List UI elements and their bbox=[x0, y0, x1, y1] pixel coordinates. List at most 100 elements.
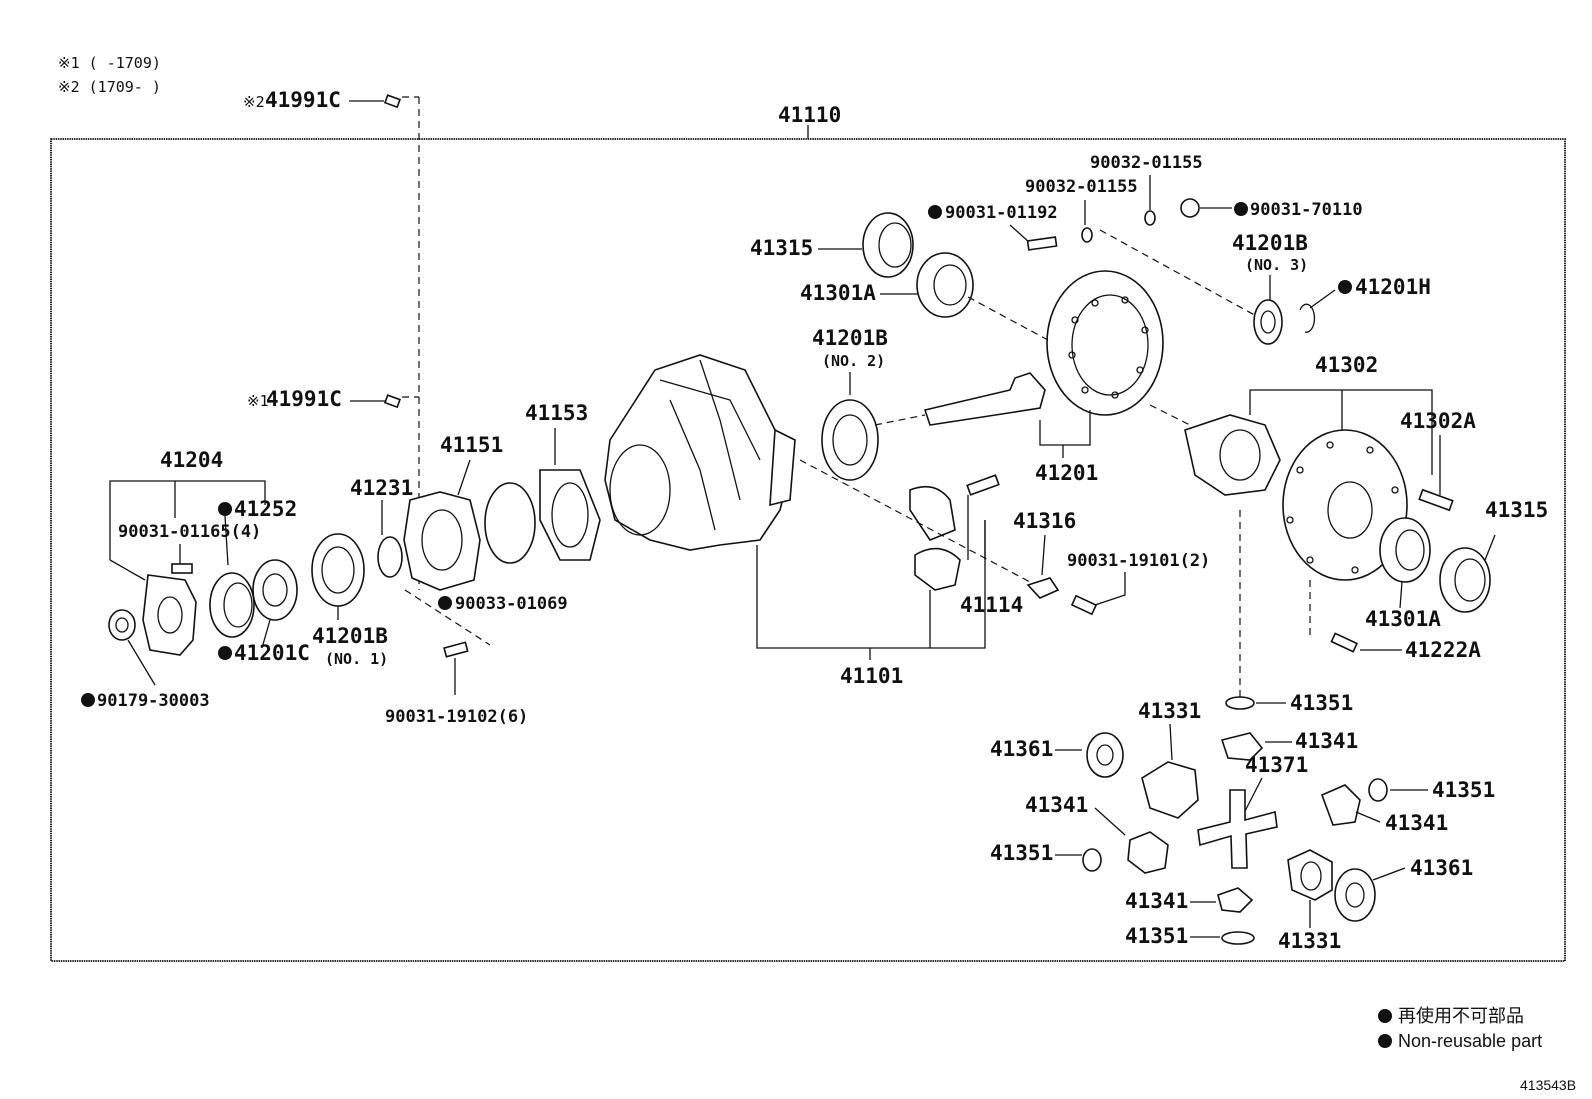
label-41201B-no1[interactable]: 41201B bbox=[312, 624, 388, 648]
thrust-washer-41361-b bbox=[1334, 868, 1376, 922]
o-ring-90033-01069 bbox=[484, 482, 536, 564]
label-41991C-2[interactable]: 41991C bbox=[265, 88, 341, 112]
label-41361-b[interactable]: 41361 bbox=[1410, 856, 1473, 880]
label-41351-c[interactable]: 41351 bbox=[990, 841, 1053, 865]
label-41341-b[interactable]: 41341 bbox=[1385, 811, 1448, 835]
label-41341-d[interactable]: 41341 bbox=[1125, 889, 1188, 913]
label-41201[interactable]: 41201 bbox=[1035, 461, 1098, 485]
bearing-41301A bbox=[916, 252, 974, 318]
label-41153[interactable]: 41153 bbox=[525, 401, 588, 425]
label-41351-d[interactable]: 41351 bbox=[1125, 924, 1188, 948]
note-1: ※1 ( -1709) bbox=[58, 54, 161, 72]
side-gear-41331-a bbox=[1141, 761, 1199, 819]
bolt-90031-01165 bbox=[171, 563, 193, 574]
label-90031-01192[interactable]: 90031-01192 bbox=[945, 203, 1058, 223]
bearing-cap-upper bbox=[909, 485, 956, 541]
pinion-gear-41341-a bbox=[1220, 732, 1264, 761]
bolt-41222A bbox=[1330, 632, 1359, 653]
bearing-41201B-no2 bbox=[821, 399, 879, 481]
bearing-spacer-41201C bbox=[252, 559, 298, 621]
bolt-41302A bbox=[1418, 488, 1454, 512]
label-41252[interactable]: 41252 bbox=[234, 497, 297, 521]
label-41204[interactable]: 41204 bbox=[160, 448, 223, 472]
label-90032-01155-a[interactable]: 90032-01155 bbox=[1090, 153, 1203, 173]
label-41361-a[interactable]: 41361 bbox=[990, 737, 1053, 761]
non-reusable-dot-icon bbox=[1234, 202, 1248, 216]
label-41991C-1-mark: ※1 bbox=[247, 392, 269, 410]
companion-flange-41204 bbox=[142, 574, 197, 656]
label-41331-a[interactable]: 41331 bbox=[1138, 699, 1201, 723]
label-90031-19101[interactable]: 90031-19101(2) bbox=[1067, 551, 1210, 571]
differential-carrier-41101 bbox=[604, 354, 791, 551]
bearing-cap-lower bbox=[914, 547, 961, 591]
label-41371[interactable]: 41371 bbox=[1245, 753, 1308, 777]
label-41201B-no2[interactable]: 41201B bbox=[812, 326, 888, 350]
bearing-cup-41315-right bbox=[1439, 547, 1491, 613]
pinion-gear-41341-c bbox=[1127, 831, 1169, 874]
nut-90031-70110 bbox=[1180, 198, 1200, 218]
label-41341-c[interactable]: 41341 bbox=[1025, 793, 1088, 817]
pin-41991C-2 bbox=[383, 94, 401, 109]
bearing-retainer-41151 bbox=[403, 491, 481, 591]
label-90031-01165[interactable]: 90031-01165(4) bbox=[118, 522, 261, 542]
label-41231[interactable]: 41231 bbox=[350, 476, 413, 500]
label-41315-right[interactable]: 41315 bbox=[1485, 498, 1548, 522]
label-41991C-2-mark: ※2 bbox=[243, 93, 265, 111]
washer-41351-c bbox=[1082, 848, 1102, 872]
bolt-cap bbox=[966, 474, 1000, 496]
washer-90032-01155-b bbox=[1081, 227, 1093, 243]
ring-gear-41201 bbox=[1046, 270, 1164, 416]
label-41341-a[interactable]: 41341 bbox=[1295, 729, 1358, 753]
non-reusable-dot-icon bbox=[438, 596, 452, 610]
label-41151[interactable]: 41151 bbox=[440, 433, 503, 457]
non-reusable-dot-icon bbox=[928, 205, 942, 219]
label-41222A[interactable]: 41222A bbox=[1405, 638, 1481, 662]
bolt-90031-19102 bbox=[443, 641, 469, 658]
differential-case-half bbox=[1282, 429, 1408, 581]
legend-en: Non-reusable part bbox=[1398, 1031, 1542, 1051]
gasket-41153 bbox=[539, 469, 601, 561]
non-reusable-dot-icon bbox=[1378, 1034, 1392, 1048]
legend-jp: 再使用不可部品 bbox=[1398, 1006, 1524, 1026]
bearing-41301A-right bbox=[1379, 517, 1431, 583]
label-90031-70110[interactable]: 90031-70110 bbox=[1250, 200, 1363, 220]
label-41201B-no3[interactable]: 41201B bbox=[1232, 231, 1308, 255]
washer-41351-b bbox=[1368, 778, 1388, 802]
label-41331-b[interactable]: 41331 bbox=[1278, 929, 1341, 953]
washer-41351-d bbox=[1221, 931, 1255, 945]
label-41315-top[interactable]: 41315 bbox=[750, 236, 813, 260]
label-90179-30003[interactable]: 90179-30003 bbox=[97, 691, 210, 711]
bearing-41201B-no3 bbox=[1253, 299, 1283, 345]
pinion-gear-41341-d bbox=[1217, 887, 1254, 913]
label-41301A-right[interactable]: 41301A bbox=[1365, 607, 1441, 631]
non-reusable-dot-icon bbox=[1378, 1009, 1392, 1023]
label-41316[interactable]: 41316 bbox=[1013, 509, 1076, 533]
label-90033-01069[interactable]: 90033-01069 bbox=[455, 594, 568, 614]
label-41351-b[interactable]: 41351 bbox=[1432, 778, 1495, 802]
label-41351-a[interactable]: 41351 bbox=[1290, 691, 1353, 715]
side-gear-41331-b bbox=[1287, 849, 1333, 901]
label-41302A[interactable]: 41302A bbox=[1400, 409, 1476, 433]
label-41991C-1[interactable]: 41991C bbox=[266, 387, 342, 411]
label-41201B-no2-sub: (NO. 2) bbox=[822, 352, 885, 370]
non-reusable-dot-icon bbox=[218, 502, 232, 516]
label-90032-01155-b[interactable]: 90032-01155 bbox=[1025, 177, 1138, 197]
label-41301A-top[interactable]: 41301A bbox=[800, 281, 876, 305]
bolt-90031-01192 bbox=[1026, 236, 1058, 251]
drive-pinion-41201 bbox=[923, 372, 1046, 426]
label-41110[interactable]: 41110 bbox=[778, 103, 841, 127]
bearing-41201B-no1 bbox=[311, 533, 365, 607]
label-41201C[interactable]: 41201C bbox=[234, 641, 310, 665]
bearing-cup-41315 bbox=[862, 212, 914, 278]
pin-41991C-1 bbox=[383, 394, 401, 409]
oil-seal-41252 bbox=[209, 572, 255, 638]
label-90031-19102[interactable]: 90031-19102(6) bbox=[385, 707, 528, 727]
label-41302[interactable]: 41302 bbox=[1315, 353, 1378, 377]
label-41101[interactable]: 41101 bbox=[840, 664, 903, 688]
pinion-gear-41341-b bbox=[1320, 784, 1361, 826]
label-41114[interactable]: 41114 bbox=[960, 593, 1023, 617]
lock-plate-41316 bbox=[1026, 577, 1060, 599]
label-41201H[interactable]: 41201H bbox=[1355, 275, 1431, 299]
